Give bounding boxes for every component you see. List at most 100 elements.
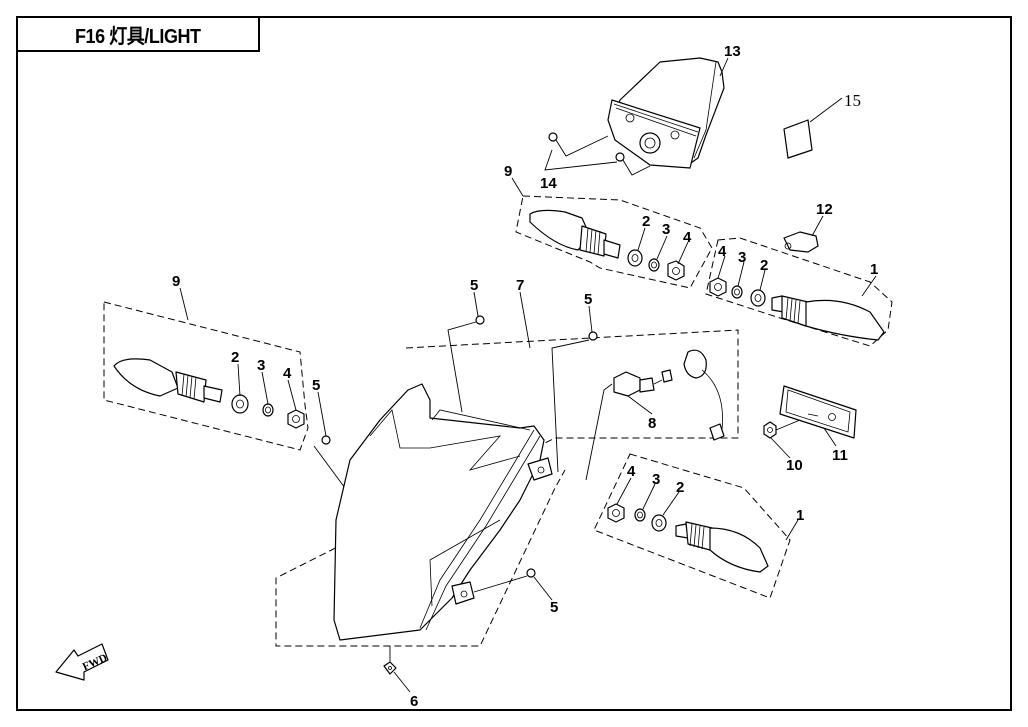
leader-5-upper-left-to-headlight [447,321,477,413]
leader-3-upper [656,235,668,260]
leader-10 [770,437,791,459]
callout-2-lower: 2 [676,479,684,496]
bolt-5-upper-left[interactable] [475,315,485,325]
leader-11 [823,427,837,447]
bolt-5-left[interactable] [321,435,331,445]
leader-2-left [237,363,241,397]
group-9-upper-boundary [515,195,713,289]
nut-4-upper[interactable] [667,260,685,281]
callout-6: 6 [410,693,418,710]
leader-2-lower [662,491,680,516]
washer-2-upper[interactable] [627,249,643,267]
group-9-left-boundary [103,301,309,451]
callout-4-right: 4 [718,243,727,260]
callout-2-right: 2 [760,257,768,274]
leader-5-upper-right [588,305,593,333]
callout-4-left: 4 [283,365,292,382]
callout-4-lower: 4 [627,463,636,480]
spring-washer-3-upper[interactable] [648,258,660,272]
page-title: F16 灯具/LIGHT [75,25,201,48]
leader-13 [719,57,729,77]
part-14-screw-b[interactable] [615,152,625,162]
part-14-screw-a[interactable] [548,132,558,142]
leader-1-lower [785,519,799,541]
washer-2-lower[interactable] [651,514,667,532]
callout-3-upper: 3 [662,221,670,238]
leader-5-left [317,391,327,437]
callout-5-upper-left: 5 [470,277,478,294]
leader-9-left [179,287,189,321]
leader-5-upper-left [473,291,479,317]
leader-3-left [261,371,269,405]
turn-signal-left[interactable] [113,358,223,403]
leader-6 [393,671,411,693]
leader-9-upper [511,177,524,197]
callout-2-left: 2 [231,349,239,366]
washer-2-right[interactable] [750,289,766,307]
callout-7: 7 [516,277,524,294]
leader-7 [519,291,531,349]
callout-5-left: 5 [312,377,320,394]
leader-14a [555,135,609,157]
leader-5-lower [533,576,553,601]
leader-2-right [759,269,766,291]
part-12-connector-clip[interactable] [783,231,819,253]
part-15-label-sticker[interactable] [783,119,813,159]
callout-14: 14 [540,175,557,192]
nut-4-lower[interactable] [607,503,625,523]
washer-2-left[interactable] [231,394,249,414]
leader-4-lower [616,477,632,505]
group-1-lower-boundary [593,453,791,599]
callout-3-left: 3 [257,357,265,374]
spring-washer-3-lower[interactable] [634,508,646,522]
leader-15 [809,97,843,123]
callout-1-upper: 1 [870,261,878,278]
callout-13: 13 [724,43,741,60]
callout-5-upper-right: 5 [584,291,592,308]
part-13-rear-housing[interactable] [607,57,725,169]
leader-2-upper [637,227,646,251]
part-7-headlight[interactable] [333,383,553,641]
diagram-frame [16,16,1012,711]
part-6-clip-nut[interactable] [383,661,397,675]
spring-washer-3-left[interactable] [262,403,274,417]
leader-8-to-headlight [585,383,613,481]
part-8-headlight-bulb[interactable] [613,349,725,441]
leader-4-left [287,379,297,411]
callout-1-lower: 1 [796,507,804,524]
part-11-reflector[interactable] [779,385,857,439]
turn-signal-right-lower[interactable] [675,521,769,573]
leader-4-upper [677,241,689,265]
leader-1-upper [861,275,877,297]
leader-3-lower [642,483,656,510]
callout-8: 8 [648,415,656,432]
turn-signal-upper-left[interactable] [529,209,621,259]
leader-14b [622,159,651,176]
callout-5-lower: 5 [550,599,558,616]
callout-15: 15 [844,91,861,110]
spring-washer-3-right[interactable] [731,285,743,299]
leader-10-to-reflector [775,419,801,431]
callout-12: 12 [816,201,833,218]
callout-3-right: 3 [738,249,746,266]
callout-9-upper: 9 [504,163,512,180]
callout-9-left: 9 [172,273,180,290]
callout-3-lower: 3 [652,471,660,488]
part-10-nut[interactable] [763,421,777,439]
callout-11: 11 [832,447,848,464]
turn-signal-right-upper[interactable] [771,295,885,341]
leader-5-lower-to-headlight [473,575,528,593]
leader-5-upper-right-to-headlight [551,339,590,473]
bolt-5-upper-right[interactable] [588,331,598,341]
bolt-5-lower[interactable] [526,568,536,578]
leader-14 [544,149,618,171]
nut-4-right[interactable] [709,277,727,297]
callout-4-upper: 4 [683,229,692,246]
nut-4-left[interactable] [287,409,305,429]
title-box: F16 灯具/LIGHT [16,16,260,52]
leader-5-left-to-headlight [313,445,346,489]
leader-3-right [737,261,745,287]
callout-10: 10 [786,457,803,474]
group-1-upper-boundary [705,237,893,347]
